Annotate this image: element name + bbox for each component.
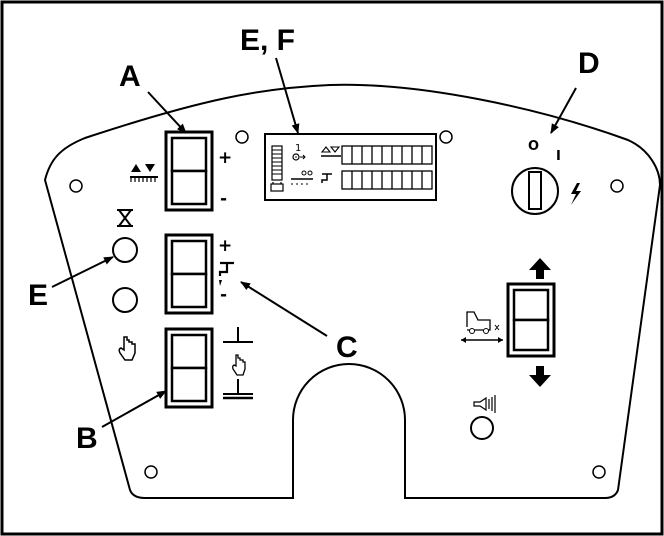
drive-arrow-down [529,366,551,387]
callout-e: E [28,279,48,312]
mounting-hole [235,130,249,144]
hand-icon [118,336,136,361]
mounting-hole [439,130,453,144]
leader-e [51,256,114,288]
key-switch[interactable] [511,167,559,215]
indicator-light-upper [112,237,138,263]
hourglass-icon [117,209,133,227]
callout-ef: E, F [240,24,295,57]
key-off-label: O [528,139,539,154]
mounting-hole [610,179,624,193]
leader-c [240,281,328,337]
battery-gauge [271,145,283,181]
callout-a: A [119,60,141,93]
battery-icon [270,182,284,192]
lightning-icon [571,183,581,205]
mounting-hole [69,179,83,193]
callout-c: C [336,331,358,364]
brush-minus-sign: - [220,189,227,209]
lcd-display [264,133,437,201]
brush-plus-sign: + [218,148,232,168]
brush-pressure-symbols [223,327,253,400]
display-top-digit: 1 [295,143,301,154]
suction-icon [320,146,341,157]
lcd-bargraph-top [341,145,433,165]
leader-d [550,87,577,134]
leader-ef [275,57,300,134]
brush-height-icon [130,164,158,182]
tap-display-icon [321,173,332,183]
water-tap-icon [218,261,234,286]
machine-direction-icon [461,311,503,343]
water-flow-switch[interactable] [164,233,214,315]
horn-icon [473,395,496,413]
mounting-hole [144,465,158,479]
brush-pressure-switch[interactable] [164,327,214,409]
water-minus-sign: - [220,285,227,305]
mounting-hole [592,465,606,479]
leader-b [101,390,167,428]
horn-button[interactable] [470,416,494,440]
indicator-light-lower [112,287,138,313]
drive-direction-switch[interactable] [506,282,556,358]
brush-motor-icon [292,153,306,161]
lcd-bargraph-bottom [341,170,433,190]
key-on-label: I [556,149,561,164]
water-plus-sign: + [218,236,232,256]
leader-a [147,91,187,134]
brush-height-switch[interactable] [164,130,214,212]
callout-b: B [76,422,98,455]
drive-arrow-up [529,258,551,279]
callout-d: D [578,47,600,80]
squeegee-icon [291,170,313,185]
